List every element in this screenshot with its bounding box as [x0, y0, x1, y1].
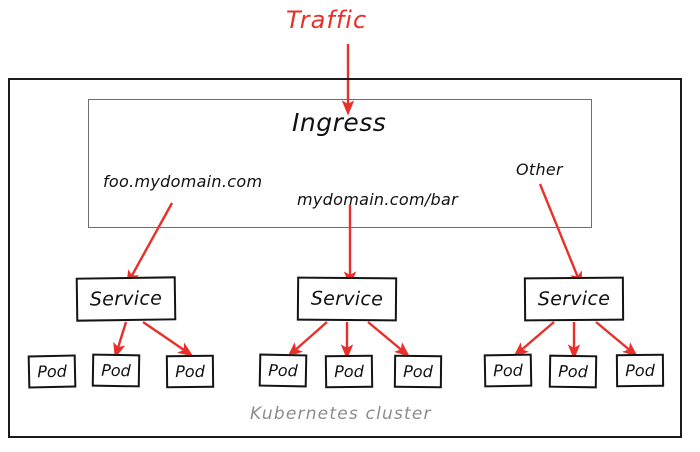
ingress-title: Ingress	[292, 108, 387, 137]
service-label-2: Service	[310, 287, 384, 311]
ingress-box	[88, 99, 592, 228]
pod-label: Pod	[101, 360, 131, 381]
service-label-3: Service	[537, 287, 611, 311]
pod-label: Pod	[37, 361, 67, 382]
ingress-rule-host-foo: foo.mydomain.com	[103, 172, 263, 191]
pod-label: Pod	[403, 361, 433, 382]
kubernetes-cluster-caption: Kubernetes cluster	[250, 404, 432, 424]
kubernetes-cluster-box	[8, 78, 682, 438]
ingress-rule-path-bar: mydomain.com/bar	[297, 190, 458, 209]
traffic-label: Traffic	[286, 6, 368, 34]
service-label-1: Service	[89, 287, 163, 311]
pod-label: Pod	[268, 360, 298, 381]
pod-label: Pod	[175, 361, 205, 382]
ingress-rule-other: Other	[516, 160, 563, 179]
pod-label: Pod	[625, 360, 655, 381]
pod-label: Pod	[558, 361, 588, 382]
pod-label: Pod	[334, 361, 364, 382]
pod-label: Pod	[493, 360, 523, 381]
